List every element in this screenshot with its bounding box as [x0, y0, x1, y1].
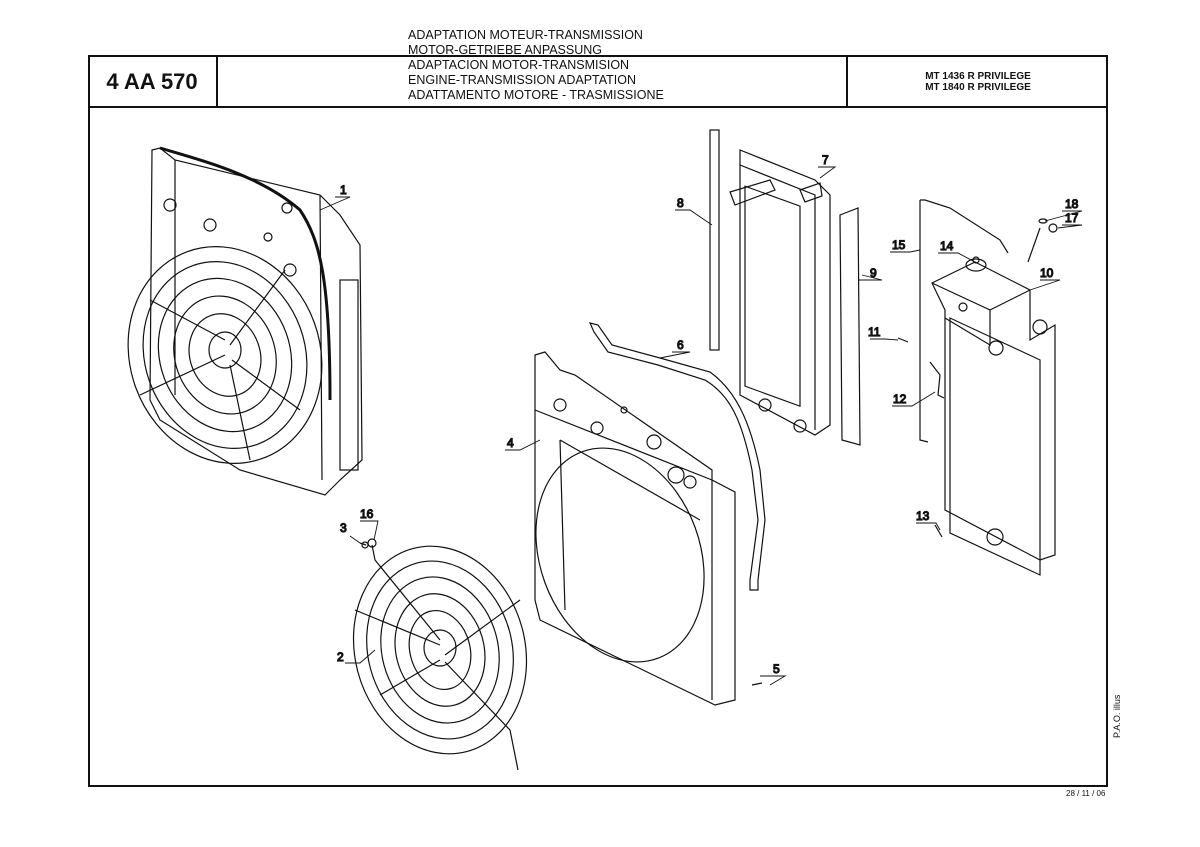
header-divider	[88, 106, 1108, 108]
foam-strip-right	[839, 207, 861, 446]
oil-cooler	[729, 149, 831, 436]
callout-16: 16	[360, 507, 374, 521]
model-2: MT 1840 R PRIVILEGE	[925, 81, 1031, 93]
title-de: MOTOR-GETRIEBE ANPASSUNG	[408, 43, 603, 57]
assembled-cooler	[127, 146, 363, 496]
model-box: MT 1436 R PRIVILEGE MT 1840 R PRIVILEGE	[846, 55, 1108, 108]
callout-3: 3	[340, 521, 347, 535]
breather-hose	[919, 199, 1009, 443]
foam-strip-left	[709, 129, 720, 351]
diagram-code: 4 AA 570	[88, 55, 218, 108]
drain-hose-12	[929, 361, 945, 399]
drain-valve-13	[934, 524, 943, 538]
callout-15: 15	[892, 238, 906, 252]
drawing-frame	[88, 55, 1108, 787]
water-radiator	[931, 256, 1056, 576]
callout-10: 10	[1040, 266, 1054, 280]
cap-17	[1048, 223, 1058, 233]
callout-1: 1	[340, 183, 347, 197]
seal-strip	[588, 322, 766, 591]
callout-7: 7	[822, 153, 829, 167]
callout-11: 11	[868, 325, 881, 339]
title-es: ADAPTACION MOTOR-TRANSMISION	[408, 58, 630, 72]
title-it: ADATTAMENTO MOTORE - TRASMISSIONE	[408, 88, 664, 102]
callout-12: 12	[893, 392, 907, 406]
screw-3	[359, 542, 367, 546]
callout-6: 6	[677, 338, 684, 352]
callout-18: 18	[1065, 197, 1079, 211]
callout-14: 14	[940, 239, 954, 253]
callout-9: 9	[870, 266, 877, 280]
screw-5	[751, 682, 763, 686]
callout-4: 4	[507, 436, 514, 450]
title-fr: ADAPTATION MOTEUR-TRANSMISSION	[408, 28, 643, 42]
model-1: MT 1436 R PRIVILEGE	[925, 70, 1031, 82]
washer-18	[1038, 218, 1048, 224]
callout-17: 17	[1065, 211, 1079, 225]
leader-lines	[319, 166, 1083, 686]
screw-11	[897, 337, 909, 343]
title-block: ADAPTATION MOTEUR-TRANSMISSION MOTOR-GET…	[408, 28, 664, 103]
callout-5: 5	[773, 662, 780, 676]
drawing-date: 28 / 11 / 06	[1066, 789, 1106, 798]
callout-8: 8	[677, 196, 684, 210]
fan-guard	[352, 538, 528, 771]
title-en: ENGINE-TRANSMISSION ADAPTATION	[408, 73, 637, 87]
fan-shroud	[534, 351, 736, 706]
callout-2: 2	[337, 650, 344, 664]
overflow-tube	[1027, 227, 1041, 263]
callout-13: 13	[916, 509, 930, 523]
